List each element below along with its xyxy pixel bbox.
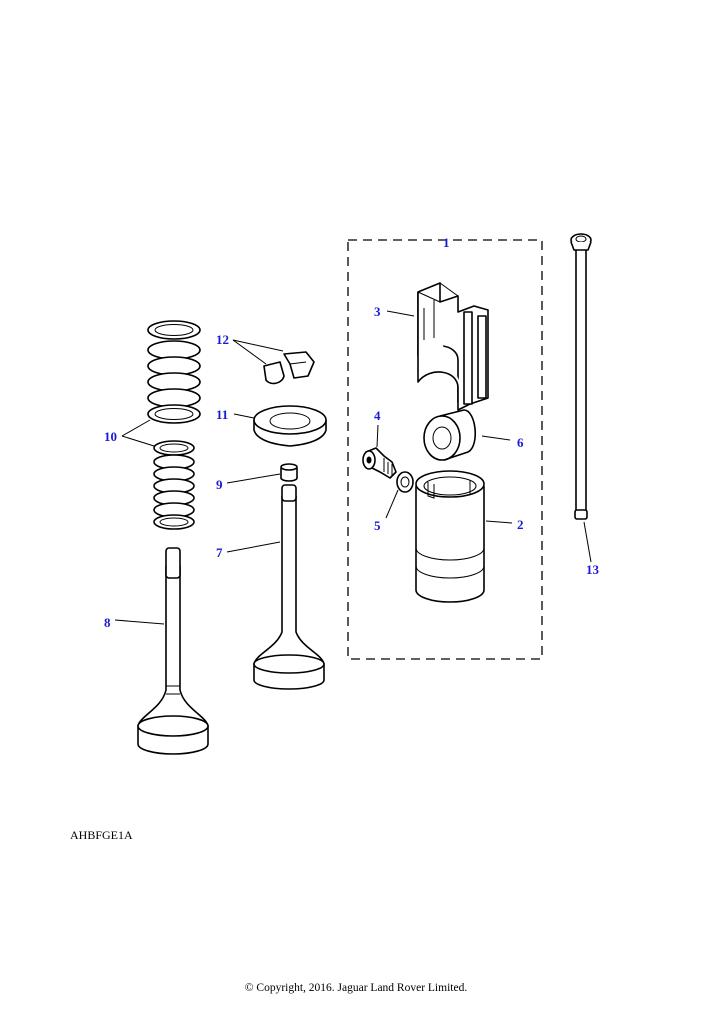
exhaust-valve[interactable] bbox=[137, 547, 209, 755]
callout-1: 1 bbox=[443, 235, 450, 250]
callout-11: 11 bbox=[216, 407, 228, 422]
callout-5: 5 bbox=[374, 518, 381, 533]
leader-lines bbox=[114, 310, 592, 625]
callout-13: 13 bbox=[586, 562, 600, 577]
outer-valve-spring[interactable] bbox=[147, 320, 201, 424]
callout-12: 12 bbox=[216, 332, 229, 347]
pushrod[interactable] bbox=[570, 233, 592, 520]
tappet-body[interactable] bbox=[415, 470, 485, 603]
callout-8: 8 bbox=[104, 615, 111, 630]
kit-boundary-box bbox=[347, 239, 543, 660]
retaining-bolt[interactable] bbox=[362, 447, 397, 479]
tappet-guide[interactable] bbox=[417, 282, 489, 411]
callout-2: 2 bbox=[517, 517, 524, 532]
callout-3: 3 bbox=[374, 304, 381, 319]
spring-retainer[interactable] bbox=[253, 405, 327, 447]
roller[interactable] bbox=[423, 409, 476, 461]
valve-collets[interactable] bbox=[263, 351, 315, 385]
callout-10: 10 bbox=[104, 429, 117, 444]
inlet-valve[interactable] bbox=[253, 484, 325, 690]
copyright-notice: © Copyright, 2016. Jaguar Land Rover Lim… bbox=[244, 982, 468, 994]
callout-9: 9 bbox=[216, 477, 223, 492]
inner-valve-spring[interactable] bbox=[153, 440, 195, 530]
callout-7: 7 bbox=[216, 545, 223, 560]
callout-4: 4 bbox=[374, 408, 381, 423]
diagram-reference-code: AHBFGE1A bbox=[70, 828, 133, 842]
washer[interactable] bbox=[396, 471, 414, 493]
callout-6: 6 bbox=[517, 435, 524, 450]
valve-stem-seal[interactable] bbox=[280, 463, 298, 482]
